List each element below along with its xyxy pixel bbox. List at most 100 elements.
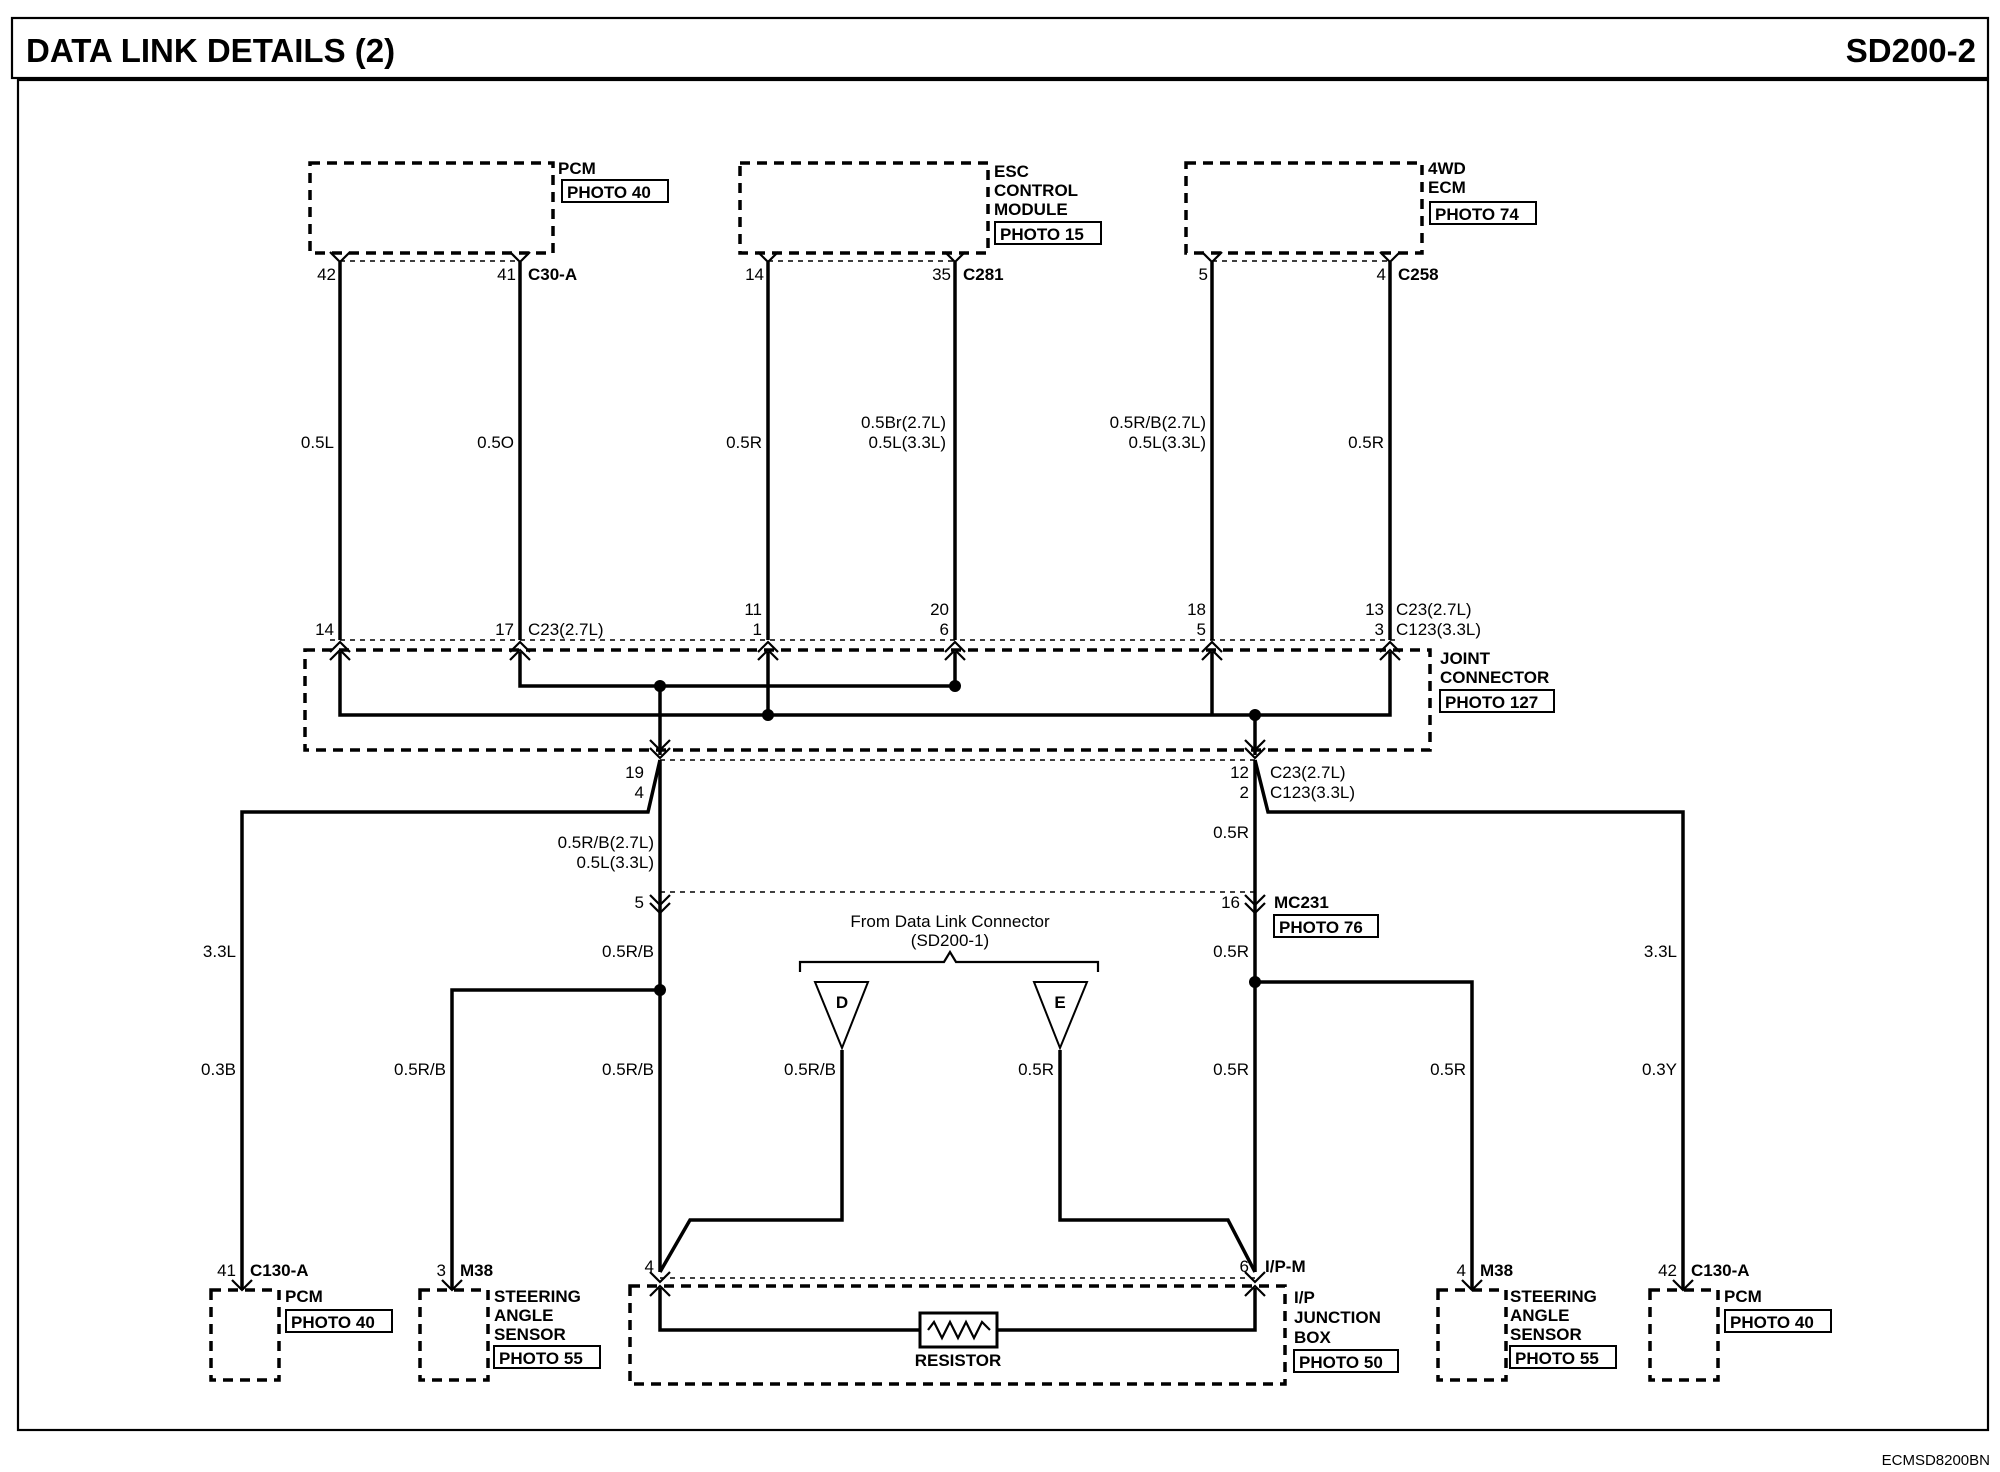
- svg-text:14: 14: [745, 265, 764, 284]
- svg-text:41: 41: [217, 1261, 236, 1280]
- svg-text:12: 12: [1230, 763, 1249, 782]
- svg-text:PHOTO 55: PHOTO 55: [1515, 1349, 1599, 1368]
- svg-text:6: 6: [940, 620, 949, 639]
- svg-text:0.5R: 0.5R: [726, 433, 762, 452]
- svg-text:PHOTO 40: PHOTO 40: [1730, 1313, 1814, 1332]
- svg-text:MODULE: MODULE: [994, 200, 1068, 219]
- connector-mc231: MC231: [1274, 893, 1329, 912]
- svg-text:4: 4: [635, 783, 644, 802]
- svg-text:PHOTO 55: PHOTO 55: [499, 1349, 583, 1368]
- steering-sensor-left: 3 M38 STEERING ANGLE SENSOR PHOTO 55: [418, 1261, 601, 1382]
- svg-text:0.5R/B: 0.5R/B: [394, 1060, 446, 1079]
- connector-c23-joint-a: C23(2.7L): [528, 620, 604, 639]
- connector-m38-left: M38: [460, 1261, 493, 1280]
- header-bar: DATA LINK DETAILS (2) SD200-2: [10, 16, 1990, 80]
- svg-text:0.5L(3.3L): 0.5L(3.3L): [577, 853, 655, 872]
- svg-text:19: 19: [625, 763, 644, 782]
- svg-text:0.5R: 0.5R: [1018, 1060, 1054, 1079]
- svg-text:JOINT: JOINT: [1440, 649, 1491, 668]
- svg-text:0.5O: 0.5O: [477, 433, 514, 452]
- svg-text:3.3L: 3.3L: [1644, 942, 1677, 961]
- svg-text:0.5R: 0.5R: [1213, 942, 1249, 961]
- pcm-top-label: PCM: [558, 159, 596, 178]
- connector-c281: C281: [963, 265, 1004, 284]
- steering-sensor-right: 4 M38 STEERING ANGLE SENSOR PHOTO 55: [1436, 1261, 1617, 1382]
- connector-c258: C258: [1398, 265, 1439, 284]
- pcm-top-photo: PHOTO 40: [567, 183, 651, 202]
- ipjb-photo: PHOTO 50: [1299, 1353, 1383, 1372]
- svg-text:CONTROL: CONTROL: [994, 181, 1078, 200]
- svg-text:0.5L(3.3L): 0.5L(3.3L): [869, 433, 947, 452]
- svg-text:STEERING: STEERING: [1510, 1287, 1597, 1306]
- splice-dots: [654, 680, 1261, 996]
- connector-c23-lower: C23(2.7L): [1270, 763, 1346, 782]
- svg-text:JUNCTION: JUNCTION: [1294, 1308, 1381, 1327]
- svg-text:CONNECTOR: CONNECTOR: [1440, 668, 1549, 687]
- connector-m38-right: M38: [1480, 1261, 1513, 1280]
- svg-text:ANGLE: ANGLE: [494, 1306, 554, 1325]
- 4wd-ecm-module: 4WD ECM PHOTO 74: [1184, 159, 1537, 255]
- svg-text:20: 20: [930, 600, 949, 619]
- data-link-connector-ref: From Data Link Connector (SD200-1) D E: [798, 912, 1100, 1051]
- svg-text:0.5R/B: 0.5R/B: [602, 942, 654, 961]
- svg-text:From Data Link Connector: From Data Link Connector: [850, 912, 1050, 931]
- svg-text:42: 42: [317, 265, 336, 284]
- svg-text:ANGLE: ANGLE: [1510, 1306, 1570, 1325]
- svg-text:5: 5: [1199, 265, 1208, 284]
- diagram-code: SD200-2: [1846, 32, 1976, 69]
- svg-text:0.5R/B(2.7L): 0.5R/B(2.7L): [1110, 413, 1206, 432]
- resistor-label: RESISTOR: [915, 1351, 1002, 1370]
- svg-text:17: 17: [495, 620, 514, 639]
- svg-text:0.3B: 0.3B: [201, 1060, 236, 1079]
- svg-text:ESC: ESC: [994, 162, 1029, 181]
- connector-c130a-right: C130-A: [1691, 1261, 1750, 1280]
- tag-e: E: [1054, 993, 1065, 1012]
- svg-text:42: 42: [1658, 1261, 1677, 1280]
- svg-text:5: 5: [1197, 620, 1206, 639]
- svg-text:11: 11: [744, 600, 762, 619]
- esc-control-module: ESC CONTROL MODULE PHOTO 15: [738, 161, 1102, 255]
- svg-text:0.5R: 0.5R: [1430, 1060, 1466, 1079]
- svg-text:13: 13: [1365, 600, 1384, 619]
- connector-c23-joint-b: C23(2.7L): [1396, 600, 1472, 619]
- 4wd-ecm-photo: PHOTO 74: [1435, 205, 1519, 224]
- svg-text:2: 2: [1240, 783, 1249, 802]
- svg-text:SENSOR: SENSOR: [494, 1325, 566, 1344]
- svg-text:0.5R: 0.5R: [1348, 433, 1384, 452]
- svg-text:0.5R/B: 0.5R/B: [602, 1060, 654, 1079]
- connector-c30a-top: C30-A: [528, 265, 577, 284]
- svg-text:4: 4: [645, 1257, 654, 1276]
- svg-text:0.5L(3.3L): 0.5L(3.3L): [1129, 433, 1207, 452]
- svg-text:18: 18: [1187, 600, 1206, 619]
- svg-text:0.5R: 0.5R: [1213, 823, 1249, 842]
- svg-text:PCM: PCM: [1724, 1287, 1762, 1306]
- svg-text:14: 14: [315, 620, 334, 639]
- svg-text:3.3L: 3.3L: [203, 942, 236, 961]
- svg-text:41: 41: [497, 265, 516, 284]
- pcm-top-module: PCM PHOTO 40: [308, 159, 669, 255]
- connector-c123-joint: C123(3.3L): [1396, 620, 1481, 639]
- mc231-photo: PHOTO 76: [1279, 918, 1363, 937]
- lower-wires: [240, 759, 1685, 1290]
- svg-text:4: 4: [1457, 1261, 1466, 1280]
- page-title: DATA LINK DETAILS (2): [26, 32, 395, 69]
- connector-ipm: I/P-M: [1265, 1257, 1306, 1276]
- joint-photo: PHOTO 127: [1445, 693, 1538, 712]
- svg-text:STEERING: STEERING: [494, 1287, 581, 1306]
- svg-text:6: 6: [1240, 1257, 1249, 1276]
- joint-connector: JOINT CONNECTOR PHOTO 127: [303, 639, 1555, 752]
- svg-text:PCM: PCM: [285, 1287, 323, 1306]
- svg-text:0.5R/B: 0.5R/B: [784, 1060, 836, 1079]
- svg-text:5: 5: [635, 893, 644, 912]
- connector-c130a-left: C130-A: [250, 1261, 309, 1280]
- svg-text:(SD200-1): (SD200-1): [911, 931, 989, 950]
- pcm-bottom-left: 41 C130-A PCM PHOTO 40: [209, 1261, 393, 1382]
- svg-text:0.5Br(2.7L): 0.5Br(2.7L): [861, 413, 946, 432]
- esc-photo: PHOTO 15: [1000, 225, 1084, 244]
- svg-text:I/P: I/P: [1294, 1288, 1315, 1307]
- svg-text:3: 3: [437, 1261, 446, 1280]
- svg-text:0.5R/B(2.7L): 0.5R/B(2.7L): [558, 833, 654, 852]
- svg-text:3: 3: [1375, 620, 1384, 639]
- footer-code: ECMSD8200BN: [1882, 1452, 1990, 1469]
